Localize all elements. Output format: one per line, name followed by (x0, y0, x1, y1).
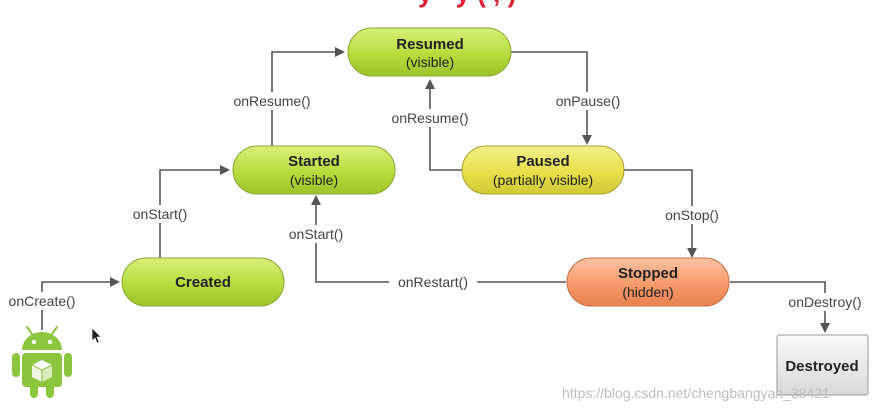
state-created: Created (121, 257, 285, 307)
edge-onresume-started (271, 47, 345, 146)
edge-onstop (624, 169, 697, 258)
svg-text:onPause(): onPause() (556, 93, 621, 109)
label-onrestart: onRestart() (389, 273, 477, 291)
label-onstart-created: onStart() (124, 205, 196, 223)
label-onstart-restart: onStart() (280, 225, 352, 243)
diagram-title-fragment: y · y ( , ) (418, 0, 516, 8)
svg-text:onCreate(): onCreate() (9, 293, 76, 309)
label-onresume-paused: onResume() (382, 109, 478, 127)
svg-text:onRestart(): onRestart() (398, 274, 468, 290)
svg-text:onStart(): onStart() (289, 226, 343, 242)
label-onpause: onPause() (548, 92, 628, 110)
svg-text:onStart(): onStart() (133, 206, 187, 222)
edge-ondestroy (730, 281, 830, 333)
svg-text:onStop(): onStop() (665, 207, 719, 223)
watermark-url: https://blog.csdn.net/chengbangyan_38421 (562, 385, 830, 401)
svg-text:Destroyed: Destroyed (785, 358, 858, 375)
state-destroyed: Destroyed (776, 334, 869, 396)
svg-text:onResume(): onResume() (391, 110, 468, 126)
svg-text:Started: Started (288, 153, 340, 170)
svg-text:Created: Created (175, 274, 231, 291)
edge-onrestart (311, 195, 566, 283)
svg-text:onResume(): onResume() (233, 93, 310, 109)
svg-text:Paused: Paused (516, 153, 569, 170)
state-resumed: Resumed (visible) (347, 27, 512, 77)
label-onstop: onStop() (660, 206, 724, 224)
state-paused: Paused (partially visible) (461, 145, 625, 195)
svg-text:onDestroy(): onDestroy() (788, 294, 861, 310)
svg-text:Stopped: Stopped (618, 265, 678, 282)
label-oncreate: onCreate() (2, 292, 82, 310)
svg-text:(partially visible): (partially visible) (493, 172, 593, 188)
label-ondestroy: onDestroy() (779, 293, 871, 311)
edge-oncreate (41, 277, 120, 330)
state-started: Started (visible) (232, 145, 396, 195)
android-robot-icon (12, 326, 72, 398)
state-stopped: Stopped (hidden) (566, 257, 730, 307)
edge-onstart-created (159, 165, 230, 258)
mouse-cursor-icon (91, 327, 102, 344)
label-onresume-started: onResume() (223, 92, 321, 110)
svg-text:(visible): (visible) (290, 172, 338, 188)
svg-text:(visible): (visible) (406, 54, 454, 70)
svg-text:(hidden): (hidden) (622, 284, 673, 300)
edge-onpause (510, 51, 592, 145)
svg-text:Resumed: Resumed (396, 36, 464, 53)
